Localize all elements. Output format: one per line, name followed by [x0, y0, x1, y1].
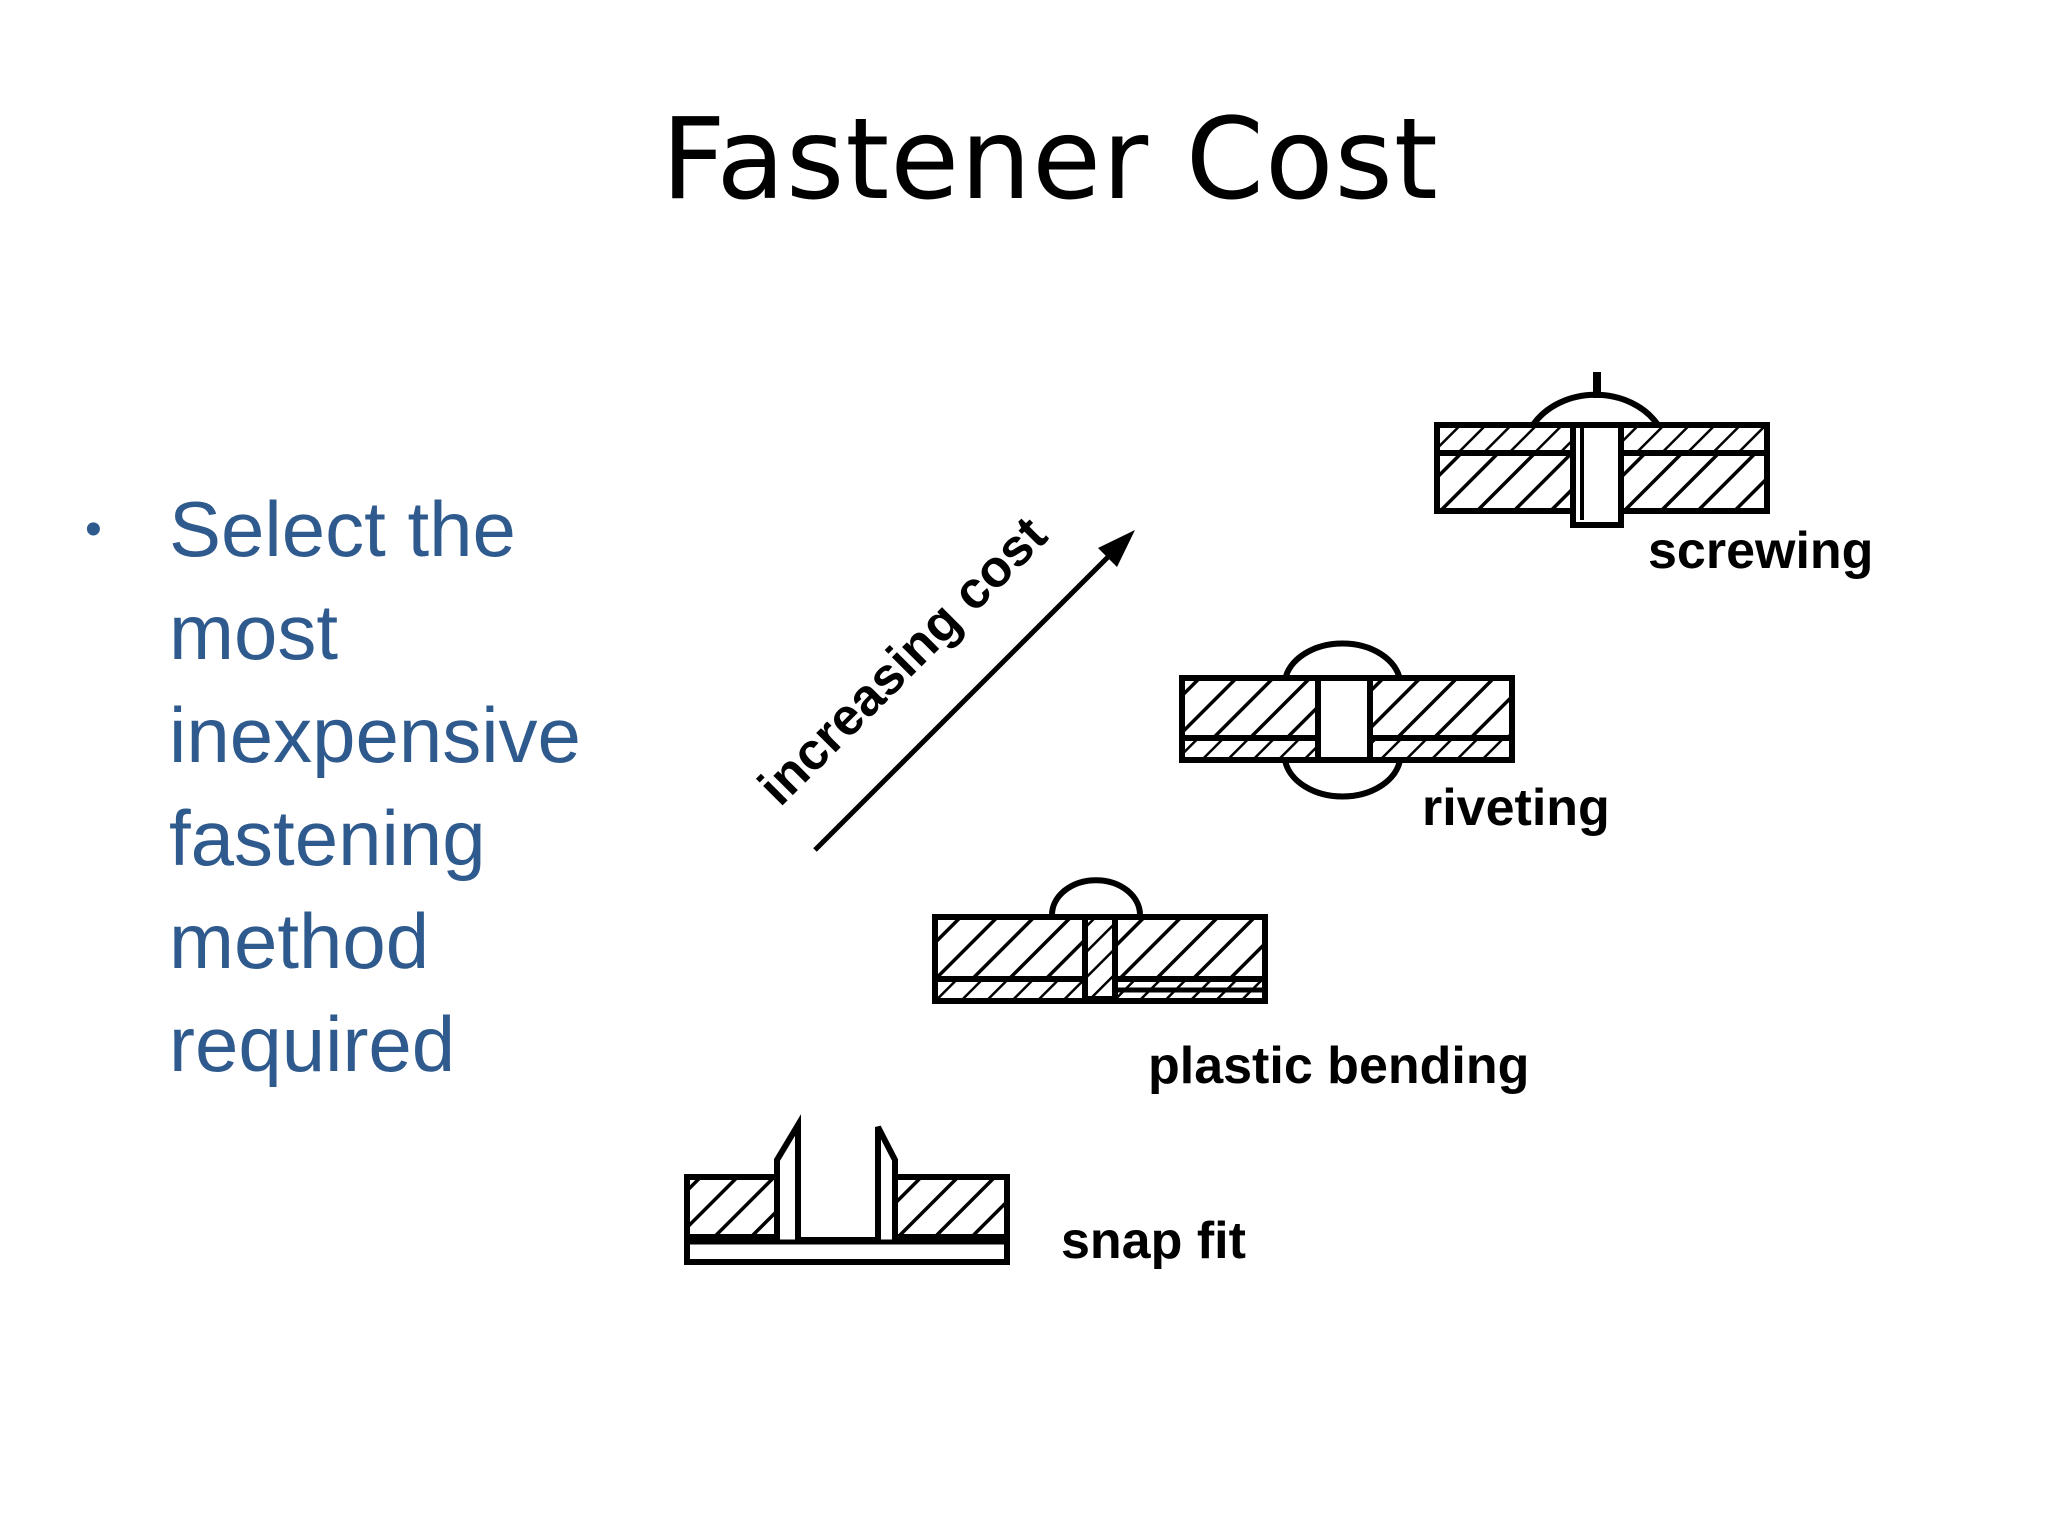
bullet-line: fastening: [169, 794, 486, 882]
bullet-line: method: [169, 897, 430, 985]
bullet-item: Select the most inexpensive fastening me…: [169, 478, 669, 1096]
bullet-line: required: [169, 1000, 456, 1088]
method-label-riveting: riveting: [1422, 779, 1610, 837]
bullet-line: inexpensive: [169, 691, 581, 779]
arrow-label: increasing cost: [747, 506, 1058, 817]
bullet-line: most: [169, 588, 339, 676]
snap-fit-drawing: [684, 1114, 1010, 1265]
screwing-drawing: [1434, 372, 1770, 528]
method-label-screwing: screwing: [1648, 522, 1873, 580]
bullet-marker: •: [85, 503, 102, 556]
bullet-line: Select the: [169, 485, 516, 573]
method-label-plastic-bending: plastic bending: [1148, 1037, 1529, 1095]
method-label-snap-fit: snap fit: [1061, 1212, 1246, 1270]
cost-arrow: [813, 530, 1135, 852]
plastic-bending-drawing: [932, 877, 1268, 1004]
slide-title: Fastener Cost: [661, 95, 1439, 225]
riveting-drawing: [1179, 640, 1515, 800]
